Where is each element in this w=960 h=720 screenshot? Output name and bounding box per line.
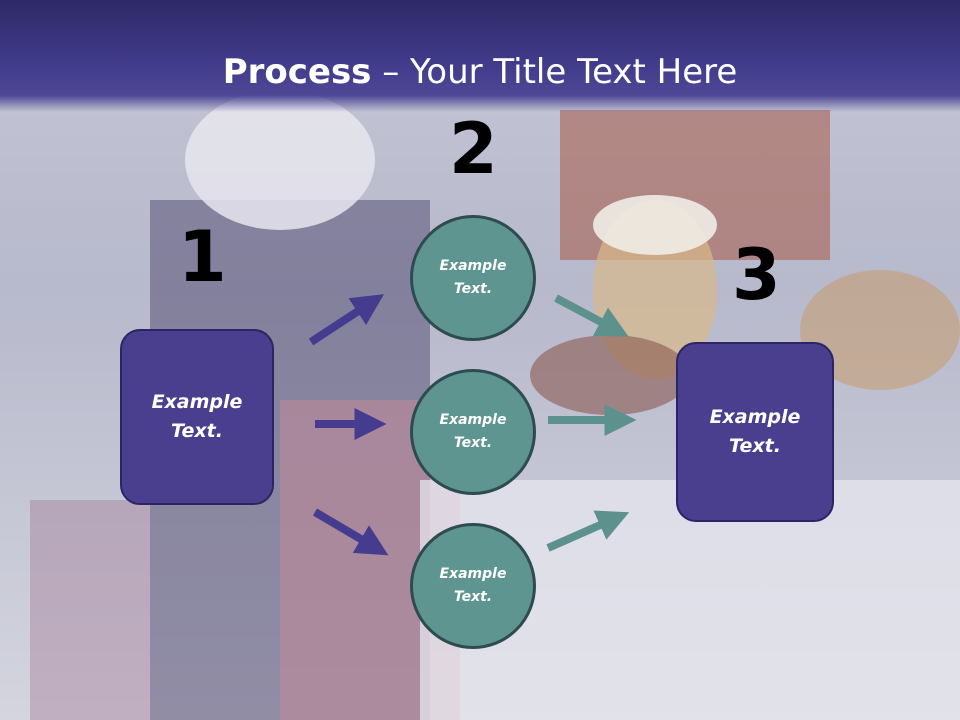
- circle-step-middle: Example Text.: [410, 369, 536, 495]
- arrow-left-bottom: [312, 508, 389, 556]
- step-number-1: 1: [178, 216, 227, 298]
- left-box-line2: Text.: [171, 420, 223, 442]
- right-process-box: Example Text.: [676, 342, 834, 522]
- arrow-right-bottom: [546, 510, 630, 552]
- circle-top-line1: Example: [439, 258, 507, 274]
- circle-top-text: Example Text.: [440, 255, 507, 301]
- arrow-left-top: [308, 294, 385, 346]
- right-box-text: Example Text.: [710, 403, 801, 461]
- circle-middle-line2: Text.: [453, 435, 493, 451]
- right-box-line1: Example: [709, 406, 801, 428]
- right-box-line2: Text.: [729, 435, 781, 457]
- left-box-line1: Example: [151, 391, 243, 413]
- title-rest: – Your Title Text Here: [371, 52, 738, 92]
- circle-middle-line1: Example: [439, 412, 507, 428]
- circle-middle-text: Example Text.: [440, 409, 507, 455]
- left-box-text: Example Text.: [152, 388, 243, 446]
- circle-top-line2: Text.: [453, 281, 493, 297]
- title-bold: Process: [222, 52, 372, 92]
- slide-title: Process – Your Title Text Here: [0, 52, 960, 92]
- circle-step-top: Example Text.: [410, 215, 536, 341]
- step-number-2: 2: [449, 108, 498, 190]
- arrow-right-top: [554, 294, 629, 337]
- circle-bottom-line2: Text.: [453, 589, 493, 605]
- circle-step-bottom: Example Text.: [410, 523, 536, 649]
- circle-bottom-text: Example Text.: [440, 563, 507, 609]
- header-bar: [0, 0, 960, 112]
- circle-bottom-line1: Example: [439, 566, 507, 582]
- step-number-3: 3: [732, 234, 781, 316]
- left-process-box: Example Text.: [120, 329, 274, 505]
